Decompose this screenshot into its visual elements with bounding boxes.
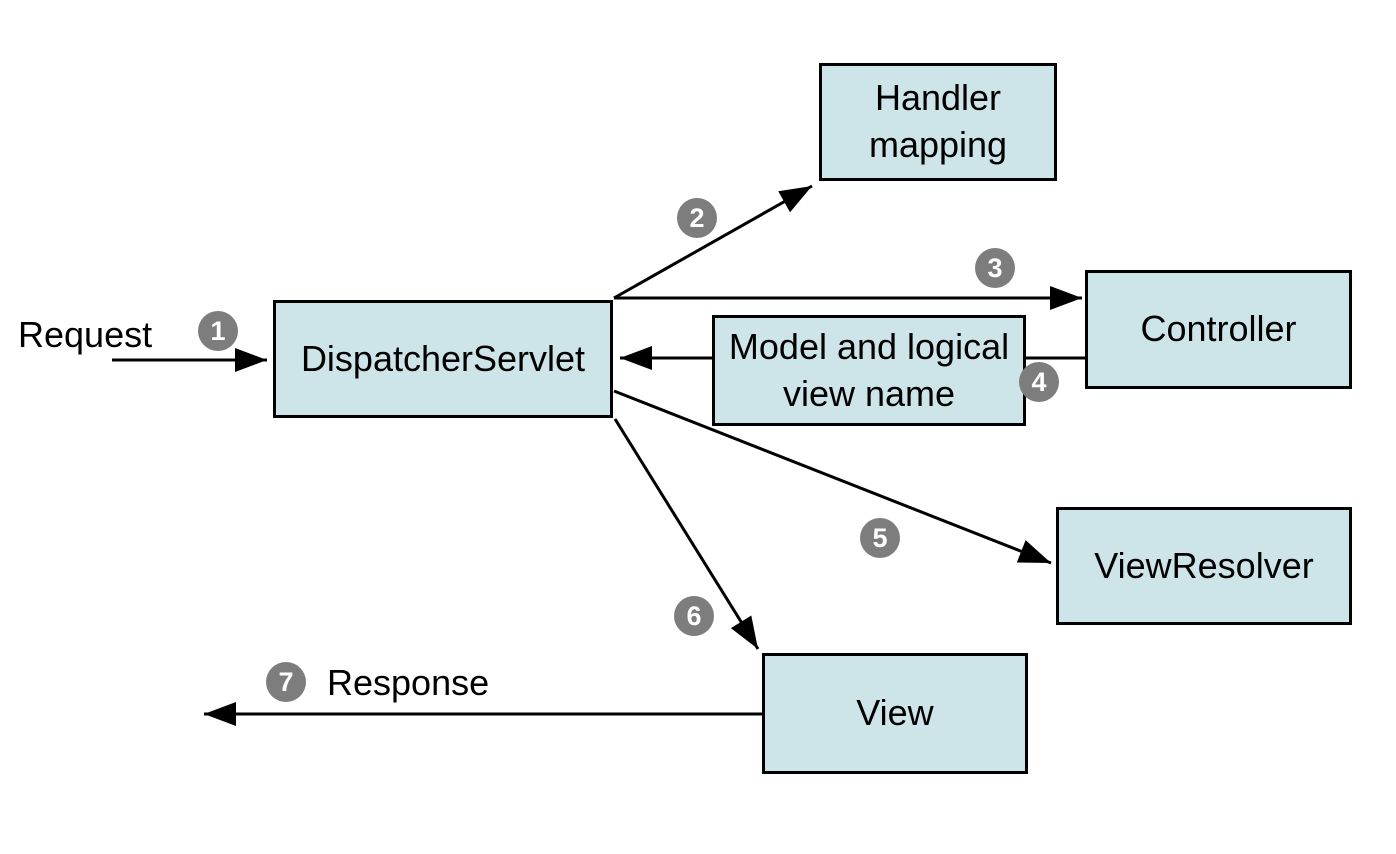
node-dispatcherservlet: DispatcherServlet: [273, 300, 613, 418]
node-handler-mapping-label: Handler mapping: [868, 77, 1008, 165]
arrow-2-dispatcherservlet-to-handler-mapping: [613, 184, 813, 300]
node-view: View: [762, 653, 1028, 774]
arrow-5-dispatcherservlet-to-viewresolver: [613, 389, 1052, 565]
node-viewresolver: ViewResolver: [1056, 507, 1352, 625]
request-label: Request: [18, 314, 153, 355]
node-handler-mapping: Handler mapping: [819, 63, 1057, 181]
node-controller: Controller: [1085, 270, 1352, 389]
step-badge-5: 5: [860, 518, 900, 558]
node-controller-label: Controller: [1140, 308, 1297, 350]
arrow-6-dispatcherservlet-to-view: [613, 418, 760, 650]
step-badge-4: 4: [1019, 362, 1059, 402]
node-model-and-logical-view-name: Model and logical view name: [712, 315, 1026, 426]
node-view-label: View: [856, 692, 934, 734]
step-badge-1: 1: [198, 311, 238, 351]
step-badge-2: 2: [677, 198, 717, 238]
node-viewresolver-label: ViewResolver: [1094, 544, 1314, 586]
step-badge-7: 7: [266, 662, 306, 702]
node-dispatcherservlet-label: DispatcherServlet: [300, 337, 586, 379]
step-badge-6: 6: [674, 596, 714, 636]
response-label: Response: [327, 662, 490, 703]
step-badge-3: 3: [975, 248, 1015, 288]
node-model-and-logical-view-name-label: Model and logical view name: [728, 325, 1010, 414]
